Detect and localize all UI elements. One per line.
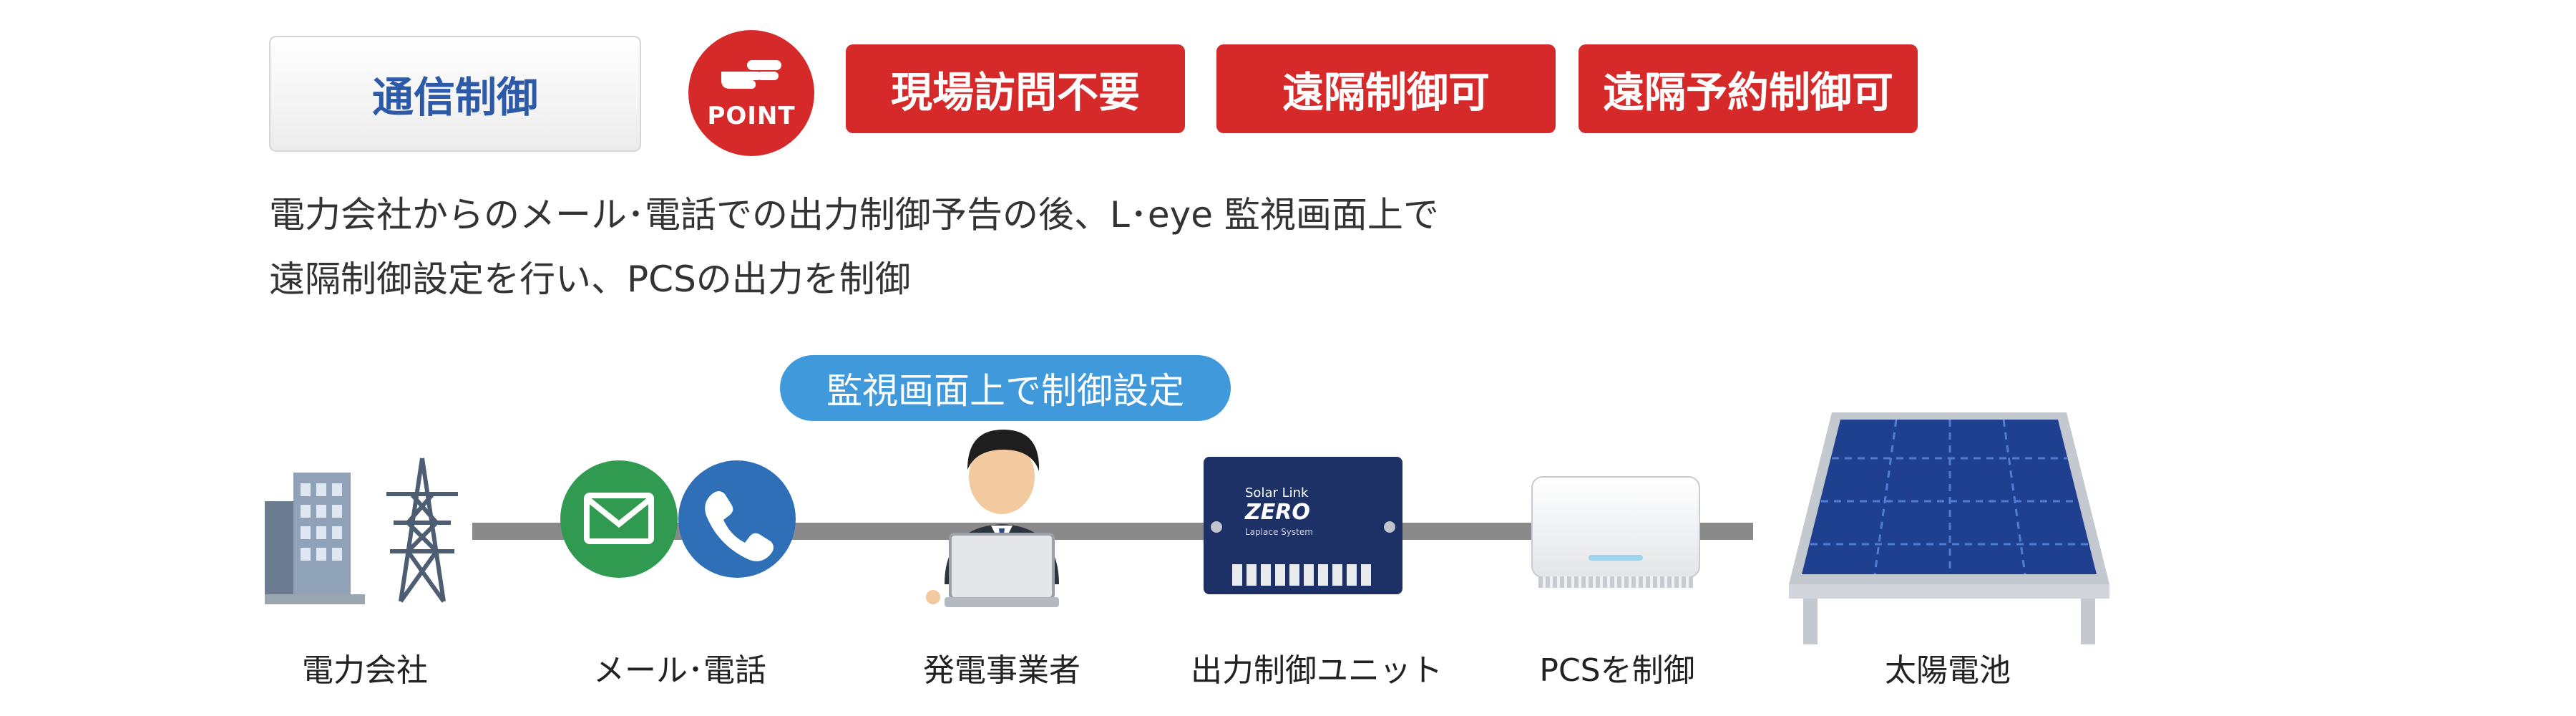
node-label-solar-panel: 太陽電池 — [1885, 652, 2011, 689]
pill-remote-schedule: 遠隔予約制御可 — [1579, 44, 1918, 133]
node-label-control-unit: 出力制御ユニット — [1191, 652, 1443, 689]
operator-icon — [926, 430, 1059, 607]
description-line-2: 遠隔制御設定を行い、PCSの出力を制御 — [269, 258, 911, 300]
screw-icon — [1211, 521, 1222, 533]
mail-phone-icon — [560, 460, 796, 578]
laptop-icon — [949, 533, 1055, 600]
unit-model: ZERO — [1245, 500, 1310, 525]
solar-panel-icon — [1789, 412, 2109, 644]
control-unit-icon: Solar Link ZERO Laplace System — [1204, 457, 1402, 594]
node-label-power-company: 電力会社 — [302, 652, 428, 689]
control-setting-bubble: 監視画面上で制御設定 — [780, 355, 1231, 421]
pcs-icon — [1531, 476, 1700, 588]
point-label: POINT — [707, 102, 796, 130]
power-company-icon — [265, 458, 458, 604]
unit-brand: Solar Link — [1245, 485, 1309, 500]
terminal-block — [1232, 564, 1375, 586]
description-line-1: 電力会社からのメール･電話での出力制御予告の後、L･eye 監視画面上で — [269, 194, 1439, 236]
pill-no-site-visit: 現場訪問不要 — [846, 44, 1185, 133]
node-label-mail-phone: メール･電話 — [593, 652, 766, 689]
pill-remote-control: 遠隔制御可 — [1216, 44, 1556, 133]
node-label-pcs: PCSを制御 — [1539, 652, 1695, 689]
point-badge: POINT — [688, 30, 814, 156]
pointing-hand-icon — [721, 60, 781, 89]
envelope-icon — [584, 493, 654, 544]
phone-icon — [705, 491, 774, 561]
node-label-operator: 発電事業者 — [923, 652, 1080, 689]
mode-label: 通信制御 — [269, 36, 641, 152]
unit-maker: Laplace System — [1245, 527, 1313, 537]
screw-icon — [1384, 521, 1395, 533]
